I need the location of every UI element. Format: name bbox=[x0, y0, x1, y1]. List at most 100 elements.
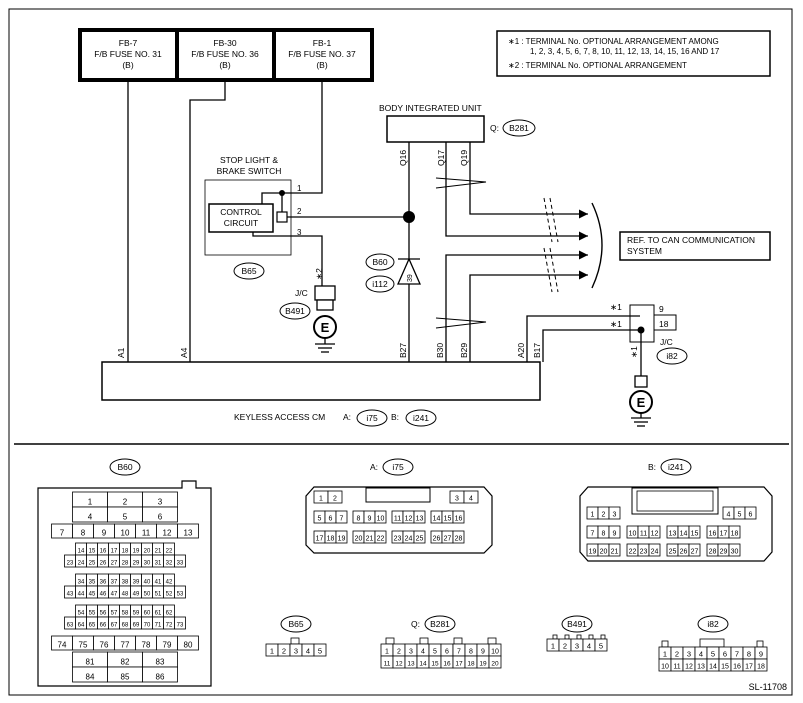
b60-pin: 81 bbox=[86, 658, 95, 667]
b491-tab bbox=[552, 634, 558, 640]
b60-pin: 29 bbox=[133, 561, 140, 567]
b491-tab bbox=[588, 634, 594, 640]
b60-pin: 17 bbox=[111, 549, 118, 555]
can-ref-line-1: REF. TO CAN COMMUNICATION bbox=[627, 235, 755, 245]
i75-pin: 11 bbox=[394, 516, 401, 523]
b60-pin: 52 bbox=[166, 592, 173, 598]
b60-pin: 18 bbox=[122, 549, 129, 555]
b281-pin: 12 bbox=[395, 661, 403, 668]
b281-pin: 3 bbox=[409, 649, 413, 656]
b60-pin: 39 bbox=[133, 580, 140, 586]
b281-pin: 15 bbox=[431, 661, 439, 668]
i75-cell bbox=[413, 510, 426, 524]
i75-cell bbox=[463, 490, 479, 504]
i75-pin: 12 bbox=[405, 516, 413, 523]
b60-pin: 75 bbox=[79, 641, 88, 650]
b60-pin: 80 bbox=[184, 641, 193, 650]
b60-label: B60 bbox=[109, 458, 141, 476]
cm-pin-a1: A1 bbox=[116, 347, 126, 358]
i241-pin: 26 bbox=[680, 549, 688, 556]
i82-pin: 7 bbox=[735, 650, 739, 659]
b60-pin: 47 bbox=[111, 592, 118, 598]
b491-pin: 1 bbox=[551, 642, 555, 651]
biu-pin-q19: Q19 bbox=[459, 150, 469, 166]
b60-cell bbox=[174, 585, 186, 599]
b65-pin: 3 bbox=[294, 647, 298, 656]
b60-pin: 73 bbox=[177, 623, 184, 629]
i241-pin: 18 bbox=[731, 531, 739, 538]
b491-label: B491 bbox=[561, 615, 593, 633]
b281-pin: 19 bbox=[479, 661, 487, 668]
diode: 39 B60 i112 bbox=[365, 253, 421, 293]
b60-pin: 33 bbox=[177, 561, 184, 567]
i75-label: A:i75 bbox=[370, 458, 414, 476]
i75-cell bbox=[374, 510, 387, 524]
b65-pin: 4 bbox=[306, 647, 310, 656]
can-ref-box: REF. TO CAN COMMUNICATION SYSTEM bbox=[619, 231, 771, 261]
i241-cell bbox=[744, 506, 757, 520]
b281-pin: 6 bbox=[445, 649, 449, 656]
i82-pin: 1 bbox=[663, 650, 667, 659]
b60-pin: 3 bbox=[158, 498, 163, 507]
b60-pin: 70 bbox=[144, 623, 151, 629]
jc-right-label: J/C bbox=[660, 337, 673, 347]
i82-pin: 12 bbox=[685, 664, 693, 671]
fuse-1-name: F/B FUSE NO. 31 bbox=[94, 49, 162, 59]
i241-prefix: B: bbox=[648, 462, 656, 472]
b60-cell bbox=[177, 635, 199, 651]
b60-pin: 51 bbox=[155, 592, 162, 598]
jc-right-pin-b: 18 bbox=[659, 319, 669, 329]
fuse-2-id: FB-30 bbox=[213, 38, 236, 48]
b281-cell bbox=[488, 655, 502, 669]
i75-prefix: A: bbox=[370, 462, 378, 472]
b60-pin: 59 bbox=[133, 611, 140, 617]
b281-name: B281 bbox=[430, 619, 450, 629]
i82-pin: 4 bbox=[699, 650, 703, 659]
b281-label: Q: B281 bbox=[411, 615, 456, 633]
keyless-access-cm: A1 A4 B27 B30 B29 A20 B17 KEYLESS ACCESS… bbox=[101, 343, 542, 427]
b281-pin: 4 bbox=[421, 649, 425, 656]
cm-pin-b30: B30 bbox=[435, 343, 445, 358]
b60-pin: 8 bbox=[81, 529, 86, 538]
cm-title: KEYLESS ACCESS CM bbox=[234, 412, 325, 422]
b60-pin: 30 bbox=[144, 561, 151, 567]
circuit-line-1: CONTROL bbox=[220, 207, 262, 217]
junction-node-jc bbox=[637, 326, 645, 334]
diode-pin: 39 bbox=[407, 274, 414, 282]
i241-pin: 22 bbox=[629, 549, 637, 556]
b60-pin: 44 bbox=[78, 592, 85, 598]
i82-name: i82 bbox=[707, 619, 719, 629]
b491-name: B491 bbox=[567, 619, 587, 629]
b60-pin: 41 bbox=[155, 580, 162, 586]
jc-right-star-b: ∗1 bbox=[610, 319, 622, 329]
b281-pin: 20 bbox=[491, 661, 499, 668]
b60-pin: 53 bbox=[177, 592, 184, 598]
cm-b-prefix: B: bbox=[391, 412, 399, 422]
switch-title-1: STOP LIGHT & bbox=[220, 155, 278, 165]
diode-conn-1: B60 bbox=[372, 257, 387, 267]
b60-pin: 28 bbox=[122, 561, 129, 567]
b60-pin: 54 bbox=[78, 611, 85, 617]
i241-pin: 30 bbox=[731, 549, 739, 556]
b60-pin: 55 bbox=[89, 611, 96, 617]
b60-cell bbox=[177, 523, 199, 539]
b60-pin: 79 bbox=[163, 641, 172, 650]
b60-pin: 82 bbox=[121, 658, 130, 667]
b60-cell bbox=[174, 554, 186, 568]
i241-pin: 14 bbox=[680, 531, 688, 538]
b491-cell bbox=[594, 638, 608, 652]
b60-pin: 62 bbox=[166, 611, 173, 617]
jc-left: ∗2 J/C B491 E bbox=[279, 268, 337, 353]
i241-pin: 21 bbox=[611, 549, 619, 556]
b65-oval bbox=[280, 615, 312, 633]
b60-pin: 2 bbox=[123, 498, 128, 507]
i75-oval bbox=[382, 458, 414, 476]
b60-pin: 35 bbox=[89, 580, 96, 586]
b60-pin: 13 bbox=[184, 529, 193, 538]
note-box: ∗1 : TERMINAL No. OPTIONAL ARRANGEMENT A… bbox=[496, 30, 771, 77]
b60-pin: 25 bbox=[89, 561, 96, 567]
b281-prefix: Q: bbox=[411, 619, 420, 629]
biu-pin-q16: Q16 bbox=[398, 150, 408, 166]
i82-pin: 17 bbox=[745, 664, 753, 671]
